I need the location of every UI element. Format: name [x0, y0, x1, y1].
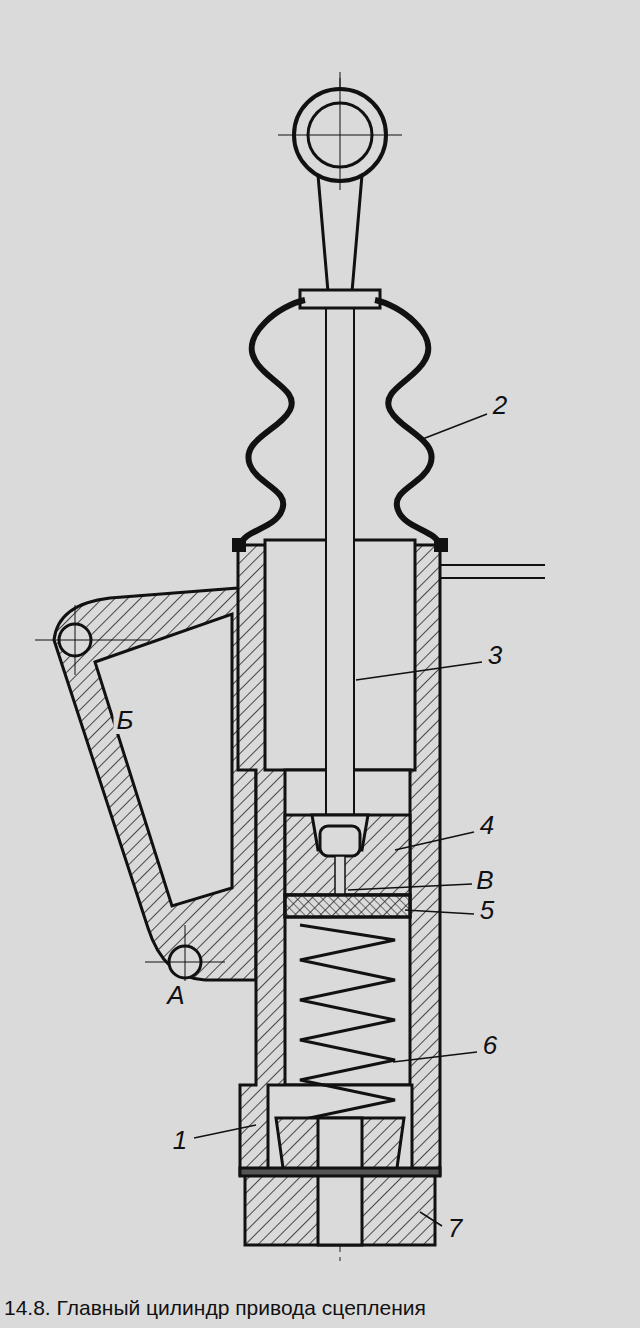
rubber-boot [240, 300, 305, 548]
rubber-boot [434, 538, 448, 552]
wire [440, 565, 545, 578]
callout-letter: Б [114, 706, 137, 734]
callout-number: 6 [480, 1031, 500, 1059]
rubber-boot [232, 538, 246, 552]
mounting-bracket [75, 605, 76, 675]
rod-eye [340, 72, 341, 190]
end-plug [240, 1168, 440, 1176]
wire [440, 564, 545, 566]
leader-line [405, 910, 474, 914]
seal [285, 895, 410, 917]
mounting-bracket [35, 588, 256, 1000]
leader-line [194, 414, 487, 1226]
leader-line [393, 1052, 477, 1062]
push-rod [300, 290, 380, 828]
mounting-bracket [54, 588, 256, 980]
figure-caption: 14.8. Главный цилиндр привода сцепления [4, 1296, 426, 1320]
end-plug [318, 1118, 362, 1245]
leader-line [420, 414, 487, 440]
piston [285, 815, 410, 895]
push-rod [300, 290, 380, 308]
piston [285, 815, 410, 896]
callout-number: 2 [490, 391, 510, 419]
rod-eye [278, 72, 402, 292]
callout-number: 7 [445, 1214, 465, 1242]
callout-number: 5 [477, 896, 497, 924]
rod-eye [318, 175, 362, 292]
rubber-boot [375, 300, 440, 548]
piston [320, 826, 360, 856]
leader-line [395, 832, 474, 850]
mounting-bracket [35, 605, 225, 1000]
seal [285, 895, 410, 917]
leader-line [194, 1125, 256, 1138]
seal [285, 895, 410, 917]
piston [335, 856, 345, 896]
callout-number: 3 [485, 641, 505, 669]
push-rod [326, 306, 354, 828]
callout-number: 1 [170, 1126, 190, 1154]
leader-line [348, 884, 472, 890]
leader-line [356, 662, 482, 680]
callout-number: 4 [477, 811, 497, 839]
mounting-bracket [35, 640, 150, 641]
mounting-bracket [95, 614, 232, 906]
wire [440, 577, 545, 579]
callout-letter: В [473, 866, 496, 894]
callout-letter: А [164, 981, 187, 1009]
leader-line [420, 1212, 442, 1226]
rubber-boot [232, 300, 448, 552]
end-plug [240, 1118, 440, 1245]
